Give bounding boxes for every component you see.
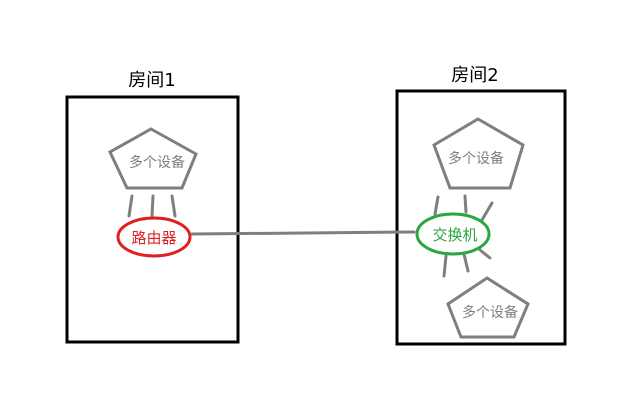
link-device-router-1 — [127, 194, 134, 218]
room-2-box — [395, 89, 567, 346]
device-pentagon-3 — [446, 276, 530, 339]
switch-ellipse — [415, 212, 491, 256]
room-2: 房间2 — [395, 65, 567, 346]
link-device-router-2 — [150, 194, 155, 218]
link-device-router-3 — [170, 194, 177, 218]
device-router-links — [127, 194, 177, 218]
device-pentagon-1 — [108, 127, 198, 190]
device-pentagon-2 — [432, 117, 525, 190]
device-group-room-2-bottom: 多个设备 — [446, 276, 530, 339]
room-1: 房间1 — [65, 70, 240, 344]
link-switch-bottom-2 — [462, 252, 470, 273]
switch-device-links — [433, 194, 494, 278]
link-switch-bottom-3 — [478, 248, 492, 260]
link-switch-bottom-1 — [442, 254, 448, 278]
link-switch-top-3 — [480, 201, 494, 222]
router-label: 路由器 — [131, 229, 176, 247]
link-switch-top-1 — [433, 195, 440, 216]
room-1-box — [65, 95, 240, 344]
switch-label: 交换机 — [432, 226, 477, 244]
router: 路由器 — [116, 216, 192, 258]
room-1-title: 房间1 — [128, 70, 175, 91]
device-label-3: 多个设备 — [462, 304, 518, 321]
device-label-1: 多个设备 — [129, 154, 185, 171]
link-switch-top-2 — [463, 194, 468, 214]
switch: 交换机 — [415, 212, 491, 256]
device-group-room-2-top: 多个设备 — [432, 117, 525, 190]
router-ellipse — [116, 216, 192, 258]
device-label-2: 多个设备 — [448, 150, 504, 167]
room-2-title: 房间2 — [451, 65, 498, 86]
router-switch-link — [190, 230, 416, 236]
device-group-room-1: 多个设备 — [108, 127, 198, 190]
